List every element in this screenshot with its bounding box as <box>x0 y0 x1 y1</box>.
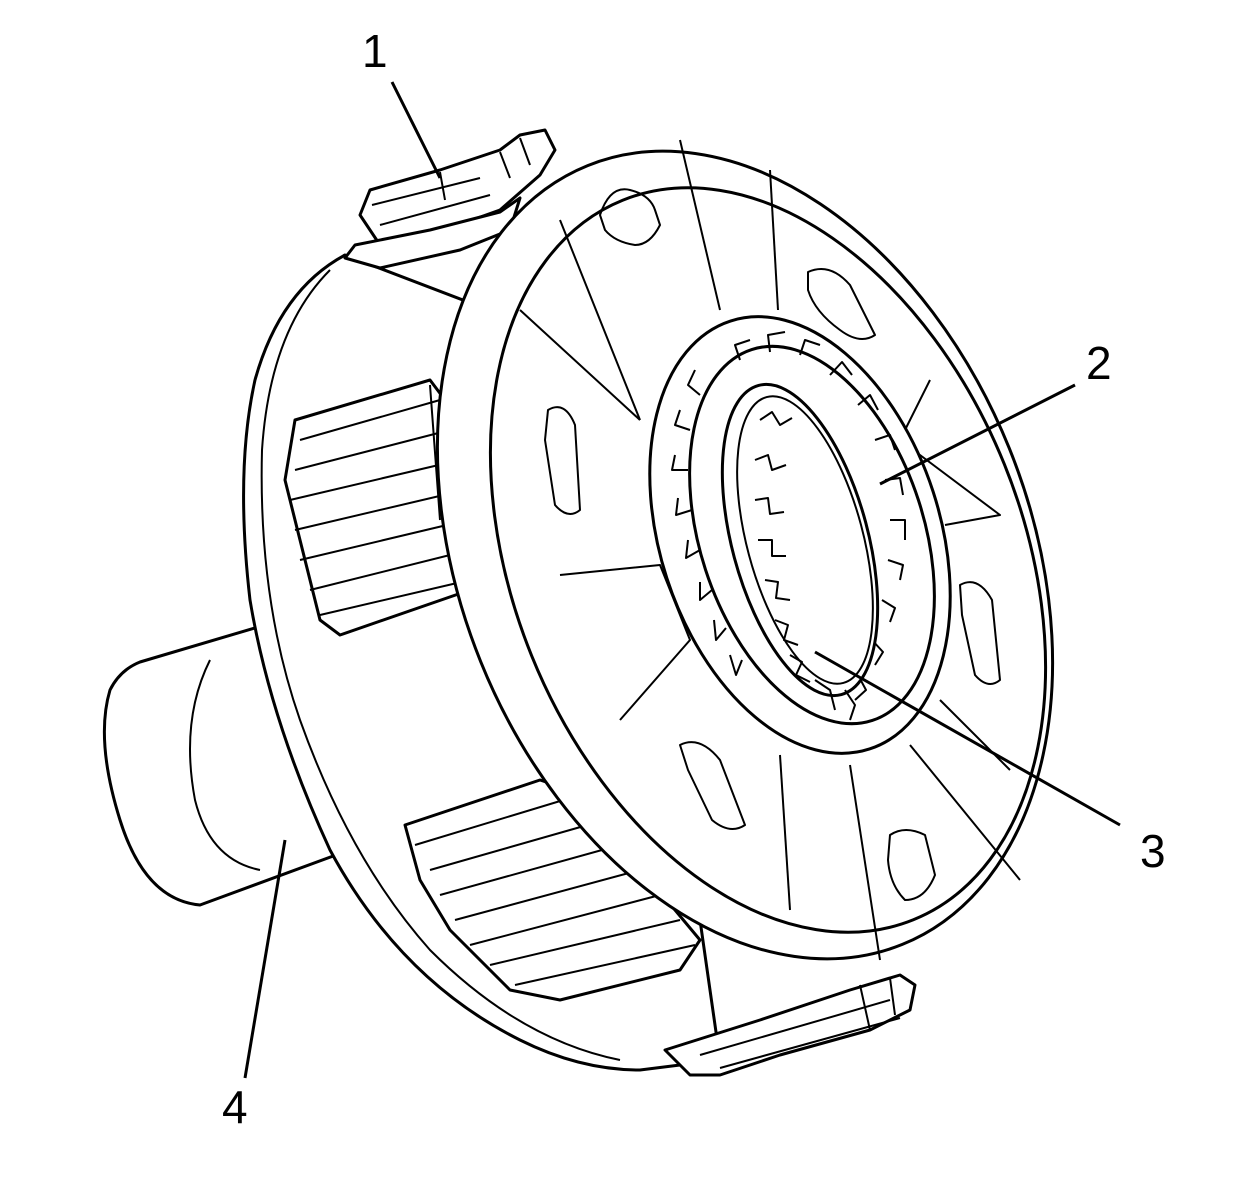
callout-3: 3 <box>1140 825 1166 877</box>
leader-line-4 <box>243 839 287 1079</box>
leader-lines <box>243 81 1121 1079</box>
callout-1: 1 <box>362 25 388 77</box>
pinion-gear-top <box>343 128 557 270</box>
callout-2: 2 <box>1086 337 1112 389</box>
leader-line-1 <box>390 81 442 179</box>
leader-line-2 <box>879 383 1076 486</box>
retaining-clips <box>544 188 1001 901</box>
friction-segments <box>519 139 1021 961</box>
pinion-gear-bottom-right <box>663 973 917 1077</box>
callout-4: 4 <box>222 1081 248 1133</box>
leader-line-3 <box>814 650 1121 827</box>
inner-spline-bore <box>720 382 880 721</box>
